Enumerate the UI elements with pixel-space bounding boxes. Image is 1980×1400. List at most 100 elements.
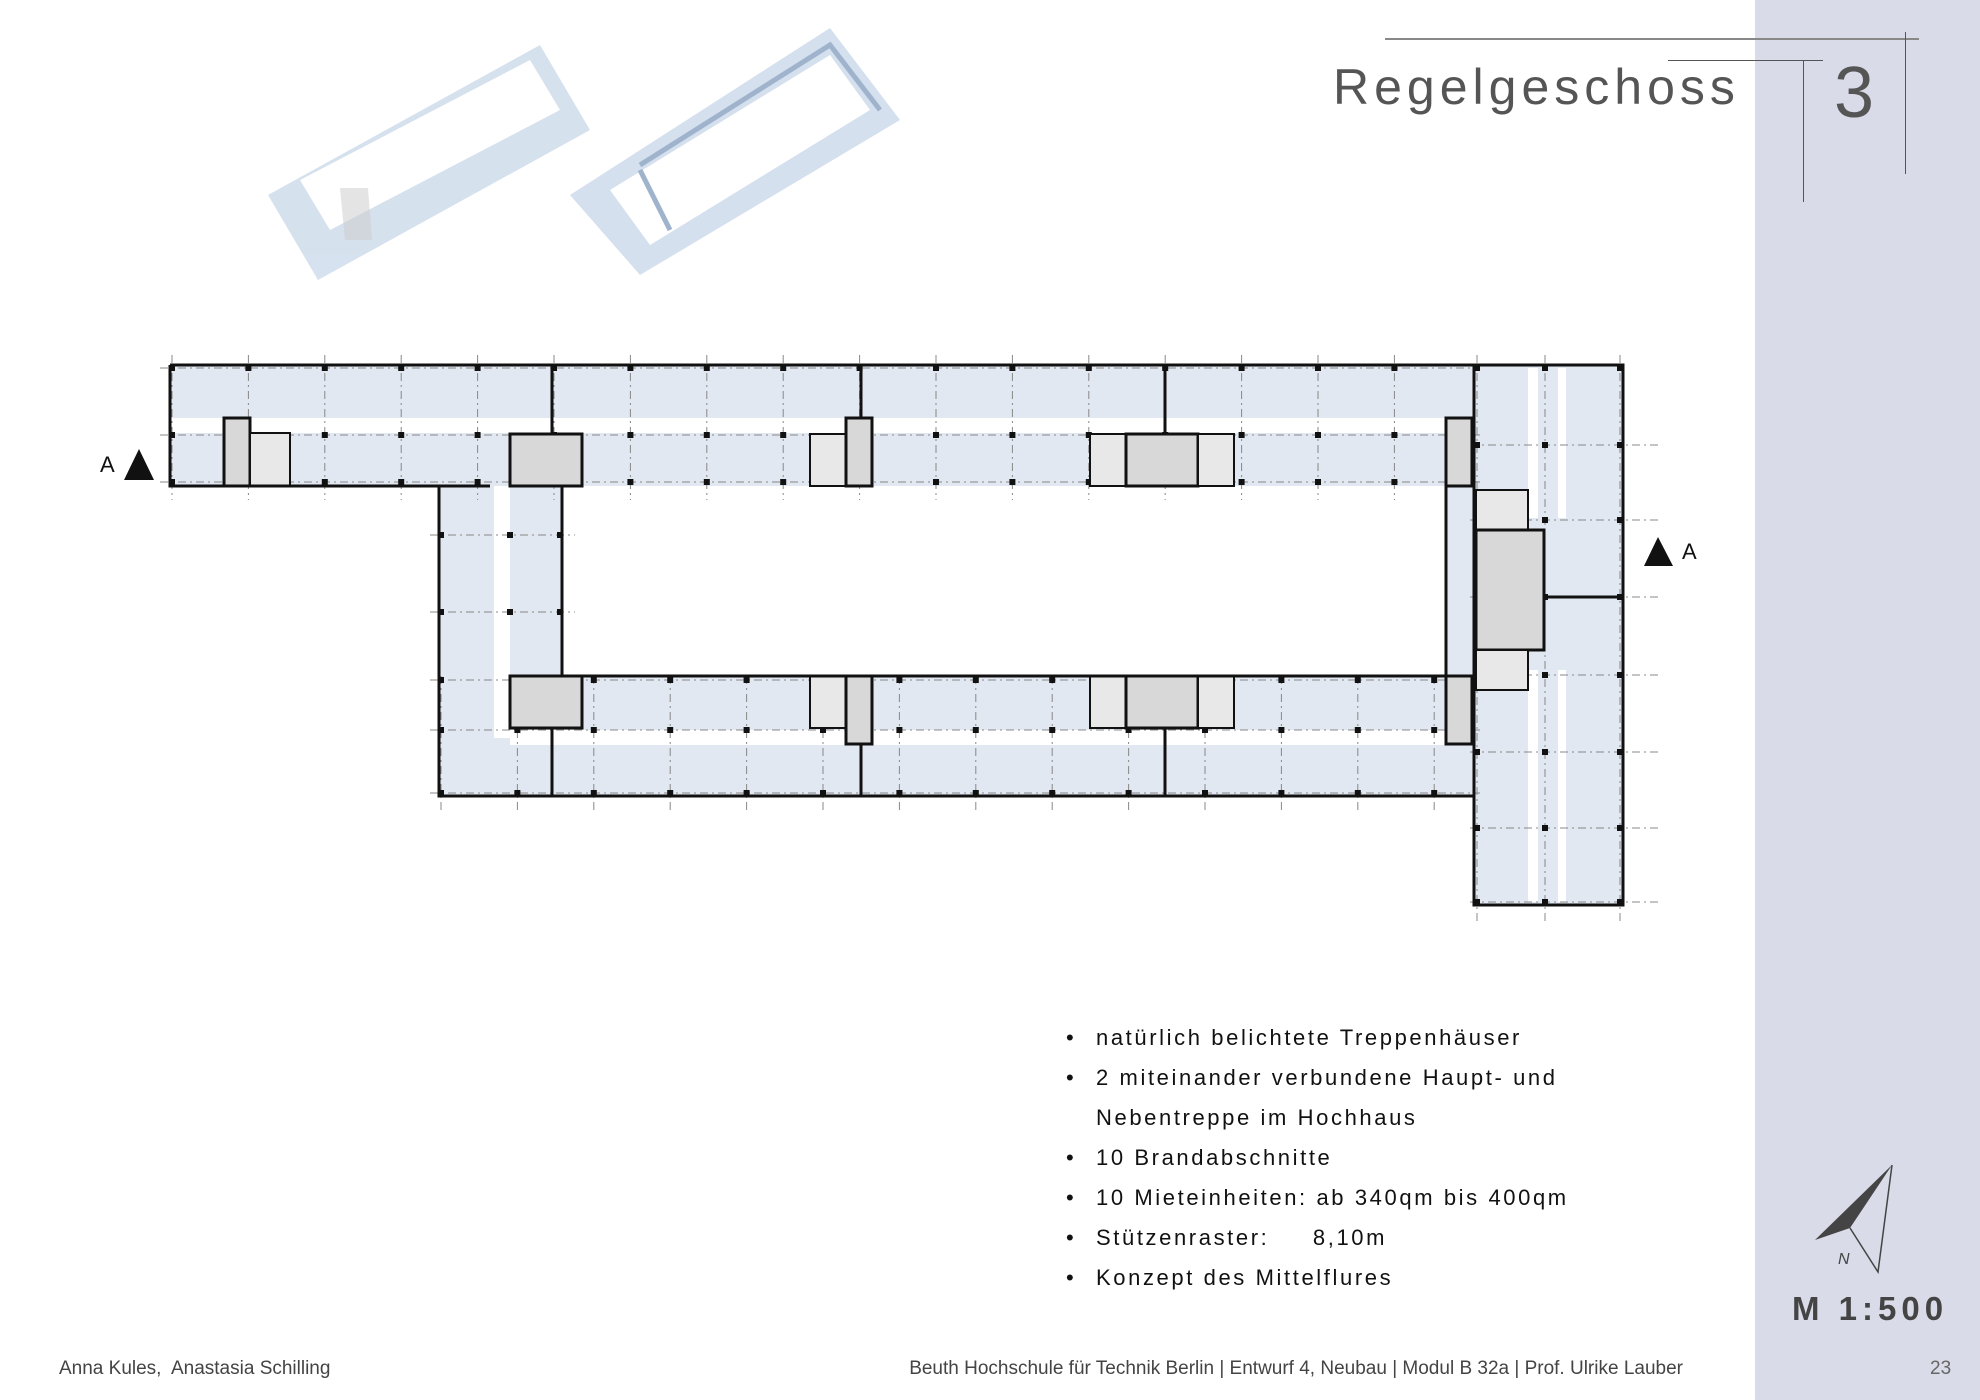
column xyxy=(1238,432,1245,438)
column xyxy=(1354,727,1361,733)
column xyxy=(438,677,444,683)
footer-authors: Anna Kules, Anastasia Schilling xyxy=(59,1358,331,1379)
column xyxy=(474,365,481,371)
feature-item: 10 Mieteinheiten: ab 340qm bis 400qm xyxy=(1066,1178,1616,1218)
column xyxy=(933,365,939,371)
column xyxy=(627,365,634,371)
column xyxy=(627,479,634,485)
section-label-left: A xyxy=(100,452,115,477)
page-number: 23 xyxy=(1930,1358,1952,1379)
column xyxy=(169,365,175,371)
column xyxy=(1542,442,1548,448)
column xyxy=(321,432,328,438)
column xyxy=(743,677,750,683)
column xyxy=(1315,365,1321,371)
column xyxy=(438,727,444,733)
feature-item: 2 miteinander verbundene Haupt- und Nebe… xyxy=(1066,1058,1616,1138)
column xyxy=(1542,899,1548,905)
section-label-right: A xyxy=(1682,539,1697,564)
column xyxy=(667,790,674,796)
column xyxy=(438,790,444,796)
column xyxy=(820,790,826,796)
column xyxy=(1354,790,1361,796)
feature-item: natürlich belichtete Treppenhäuser xyxy=(1066,1018,1616,1058)
column xyxy=(1278,727,1285,733)
column xyxy=(398,432,405,438)
column xyxy=(820,727,826,733)
column xyxy=(1354,677,1361,683)
column xyxy=(1542,365,1548,371)
feature-item: Konzept des Mittelflures xyxy=(1066,1258,1616,1298)
column xyxy=(1617,749,1623,755)
column xyxy=(972,727,979,733)
column xyxy=(514,790,521,796)
title-rule-second xyxy=(1668,60,1823,61)
column xyxy=(474,479,481,485)
column xyxy=(972,677,979,683)
north-arrow-icon xyxy=(1815,1164,1893,1275)
column xyxy=(1085,365,1092,371)
column xyxy=(557,532,563,538)
column xyxy=(1278,677,1285,683)
scale-label: M 1:500 xyxy=(1792,1290,1949,1327)
column xyxy=(398,479,405,485)
column xyxy=(507,532,513,538)
column xyxy=(1391,432,1398,438)
column xyxy=(933,479,939,485)
column xyxy=(1542,825,1548,831)
column xyxy=(507,609,513,615)
column xyxy=(1431,790,1438,796)
column xyxy=(780,432,787,438)
column xyxy=(1431,727,1438,733)
column xyxy=(245,365,252,371)
column xyxy=(1125,790,1132,796)
column xyxy=(514,727,521,733)
plan-floor-areas xyxy=(170,365,1623,905)
column xyxy=(743,727,750,733)
section-marker-left-icon xyxy=(124,449,154,480)
column xyxy=(1617,899,1623,905)
column xyxy=(1085,479,1092,485)
column xyxy=(1617,825,1623,831)
column xyxy=(1315,432,1321,438)
column xyxy=(896,677,903,683)
column xyxy=(1431,677,1438,683)
column xyxy=(1542,672,1548,678)
feature-item: 10 Brandabschnitte xyxy=(1066,1138,1616,1178)
feature-item: Stützenraster: 8,10m xyxy=(1066,1218,1616,1258)
feature-list: natürlich belichtete Treppenhäuser 2 mit… xyxy=(1066,1018,1616,1298)
column xyxy=(972,790,979,796)
massing-thumbnail-2 xyxy=(570,28,900,275)
column xyxy=(557,609,563,615)
column xyxy=(1085,432,1092,438)
column xyxy=(169,479,175,485)
column xyxy=(169,432,175,438)
column xyxy=(1278,790,1285,796)
walls xyxy=(168,363,1625,907)
footer-institution: Beuth Hochschule für Technik Berlin | En… xyxy=(909,1358,1683,1379)
column xyxy=(398,365,405,371)
column xyxy=(1474,825,1480,831)
column xyxy=(1315,479,1321,485)
column xyxy=(1009,365,1016,371)
column xyxy=(896,790,903,796)
title-rule-top xyxy=(1385,38,1919,40)
column xyxy=(1049,790,1056,796)
section-marker-right-icon xyxy=(1644,537,1673,566)
column xyxy=(1049,727,1056,733)
north-label: N xyxy=(1838,1251,1850,1268)
column xyxy=(1617,672,1623,678)
column xyxy=(321,365,328,371)
column xyxy=(438,532,444,538)
column xyxy=(703,365,710,371)
column xyxy=(1125,727,1132,733)
column xyxy=(1617,442,1623,448)
sidebar-band xyxy=(1755,0,1980,1400)
column xyxy=(1202,727,1208,733)
column xyxy=(1542,517,1548,523)
column xyxy=(780,479,787,485)
column xyxy=(1617,365,1623,371)
column xyxy=(590,677,597,683)
column xyxy=(703,479,710,485)
